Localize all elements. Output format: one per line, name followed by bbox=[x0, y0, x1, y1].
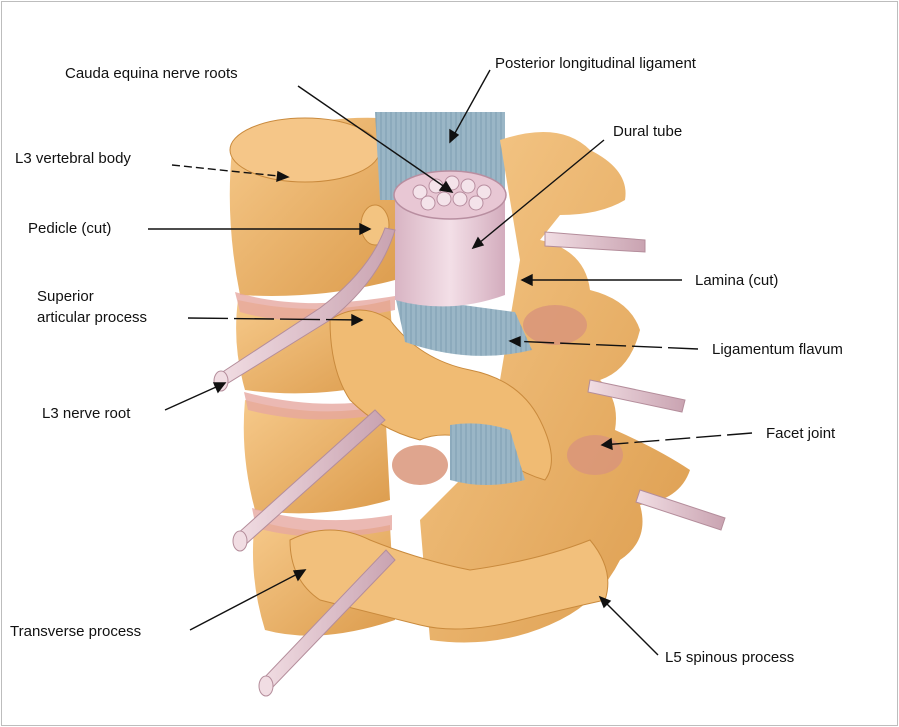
leader-l5-spinous bbox=[600, 597, 658, 655]
label-cauda-equina: Cauda equina nerve roots bbox=[65, 65, 238, 83]
label-l5-spinous-process: L5 spinous process bbox=[665, 649, 794, 667]
label-superior-articular-line2: articular process bbox=[37, 309, 147, 327]
leader-l3-nerve bbox=[165, 383, 225, 410]
label-transverse-process: Transverse process bbox=[10, 623, 141, 641]
label-dural-tube: Dural tube bbox=[613, 123, 682, 141]
label-posterior-longitudinal-ligament: Posterior longitudinal ligament bbox=[495, 55, 696, 73]
label-lamina: Lamina (cut) bbox=[695, 272, 778, 290]
label-l3-nerve-root: L3 nerve root bbox=[42, 405, 130, 423]
label-pedicle: Pedicle (cut) bbox=[28, 220, 111, 238]
label-superior-articular-line1: Superior bbox=[37, 288, 94, 306]
label-ligamentum-flavum: Ligamentum flavum bbox=[712, 341, 843, 359]
label-facet-joint: Facet joint bbox=[766, 425, 835, 443]
label-l3-vertebral-body: L3 vertebral body bbox=[15, 150, 131, 168]
